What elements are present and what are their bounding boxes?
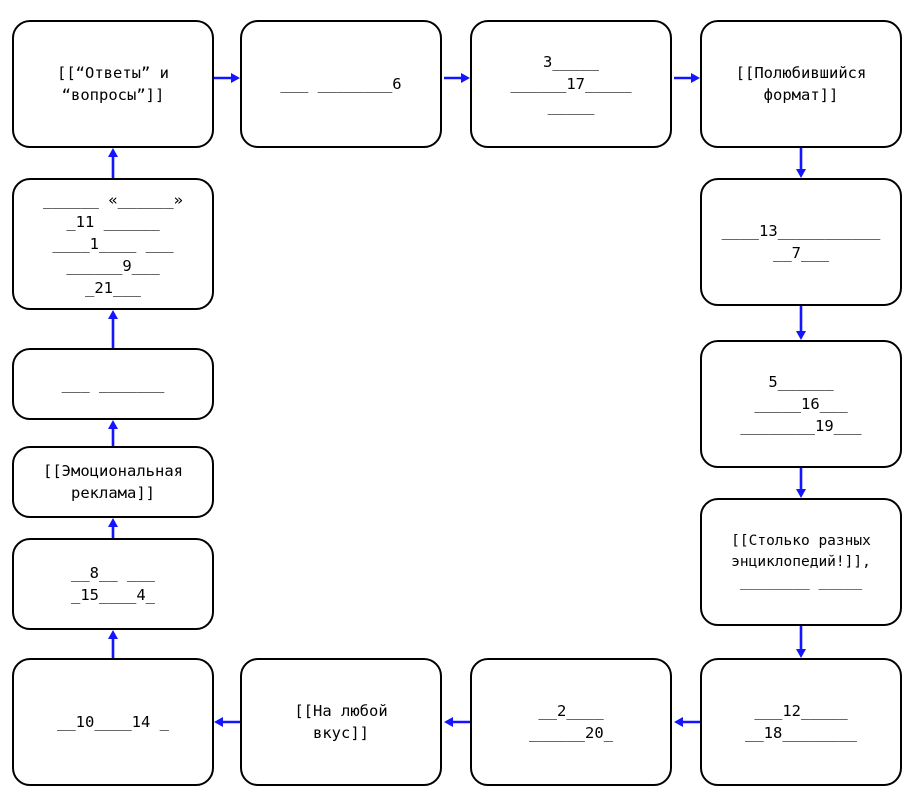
edge-n13-to-n14	[105, 420, 121, 446]
node-blank-3-17[interactable]: 3_____ ______17_____ _____	[470, 20, 672, 148]
node-text-line: _____	[547, 97, 595, 115]
node-text-line: ______ «______»	[43, 191, 183, 209]
node-text-line: ______9___	[66, 257, 160, 275]
node-text-line: __10____14 _	[57, 713, 169, 731]
edge-n11-to-n12	[105, 630, 121, 658]
node-blank-13-7[interactable]: ____13___________ __7___	[700, 178, 902, 306]
node-text-line: [[Полюбившийся	[735, 64, 867, 82]
edge-n7-to-n8	[793, 626, 809, 658]
node-text-line: ______17_____	[510, 75, 632, 93]
node-text-line: __7___	[773, 244, 829, 262]
node-text-line: ___ _______	[61, 375, 165, 393]
node-text-line: __18________	[745, 724, 857, 742]
edge-n10-to-n11	[214, 714, 240, 730]
node-text-line: формат]]	[763, 86, 839, 104]
node-stolko-raznyh-entsiklopediy[interactable]: [[Столько разных энциклопедий!]], ________…	[700, 498, 902, 626]
node-blank-11-1-9-21[interactable]: ______ «______» _11 ______ ____1____ ___ __…	[12, 178, 214, 310]
edge-n15-to-n1	[105, 148, 121, 178]
edge-n9-to-n10	[444, 714, 470, 730]
node-blank-10-14[interactable]: __10____14 _	[12, 658, 214, 786]
node-text-line: реклама]]	[71, 484, 155, 502]
node-text-line: ______20_	[529, 724, 613, 742]
node-text-line: ____13___________	[721, 222, 881, 240]
node-text-line: [[На любой	[294, 702, 388, 720]
node-text-line: _15____4_	[71, 586, 155, 604]
edge-n5-to-n6	[793, 306, 809, 340]
node-blank-12-18[interactable]: ___12_____ __18________	[700, 658, 902, 786]
node-emotsionalnaya-reklama[interactable]: [[Эмоциональная реклама]]	[12, 446, 214, 518]
node-text-line: ___12_____	[754, 702, 848, 720]
node-text-line: энциклопедий!]],	[731, 553, 871, 570]
edge-n6-to-n7	[793, 468, 809, 498]
node-blank-2-20[interactable]: __2____ ______20_	[470, 658, 672, 786]
node-blank-8-15-4[interactable]: __8__ ___ _15____4_	[12, 538, 214, 630]
node-text-line: [[Столько разных	[731, 533, 871, 550]
node-text-line: _21___	[85, 279, 141, 297]
node-text-line: [[Эмоциональная	[43, 462, 183, 480]
node-text-line: __2____	[538, 702, 604, 720]
node-text-line: [[“Ответы” и	[57, 64, 169, 82]
edge-n4-to-n5	[793, 148, 809, 178]
node-blank-6[interactable]: ___ ________6	[240, 20, 442, 148]
edge-n8-to-n9	[674, 714, 700, 730]
edge-n14-to-n15	[105, 310, 121, 348]
node-blank-5-16-19[interactable]: 5______ _____16___ ________19___	[700, 340, 902, 468]
edge-n3-to-n4	[674, 70, 700, 86]
node-text-line: ________19___	[740, 417, 862, 435]
node-text-line: вкус]]	[313, 724, 369, 742]
node-text-line: 3_____	[543, 53, 599, 71]
node-text-line: _____16___	[754, 395, 848, 413]
node-text-line: __8__ ___	[71, 564, 155, 582]
node-text-line: 5______	[768, 373, 834, 391]
node-text-line: ___ ________6	[280, 75, 402, 93]
edge-n12-to-n13	[105, 518, 121, 538]
node-blank-short[interactable]: ___ _______	[12, 348, 214, 420]
node-text-line: ____1____ ___	[52, 235, 174, 253]
node-na-lyuboy-vkus[interactable]: [[На любой вкус]]	[240, 658, 442, 786]
node-polyubivshiysya-format[interactable]: [[Полюбившийся формат]]	[700, 20, 902, 148]
edge-n1-to-n2	[214, 70, 240, 86]
node-text-line: _11 ______	[66, 213, 160, 231]
node-text-line: “вопросы”]]	[61, 86, 165, 104]
edge-n2-to-n3	[444, 70, 470, 86]
node-otvety-voprosy[interactable]: [[“Ответы” и “вопросы”]]	[12, 20, 214, 148]
node-text-line: ________ _____	[739, 574, 863, 591]
